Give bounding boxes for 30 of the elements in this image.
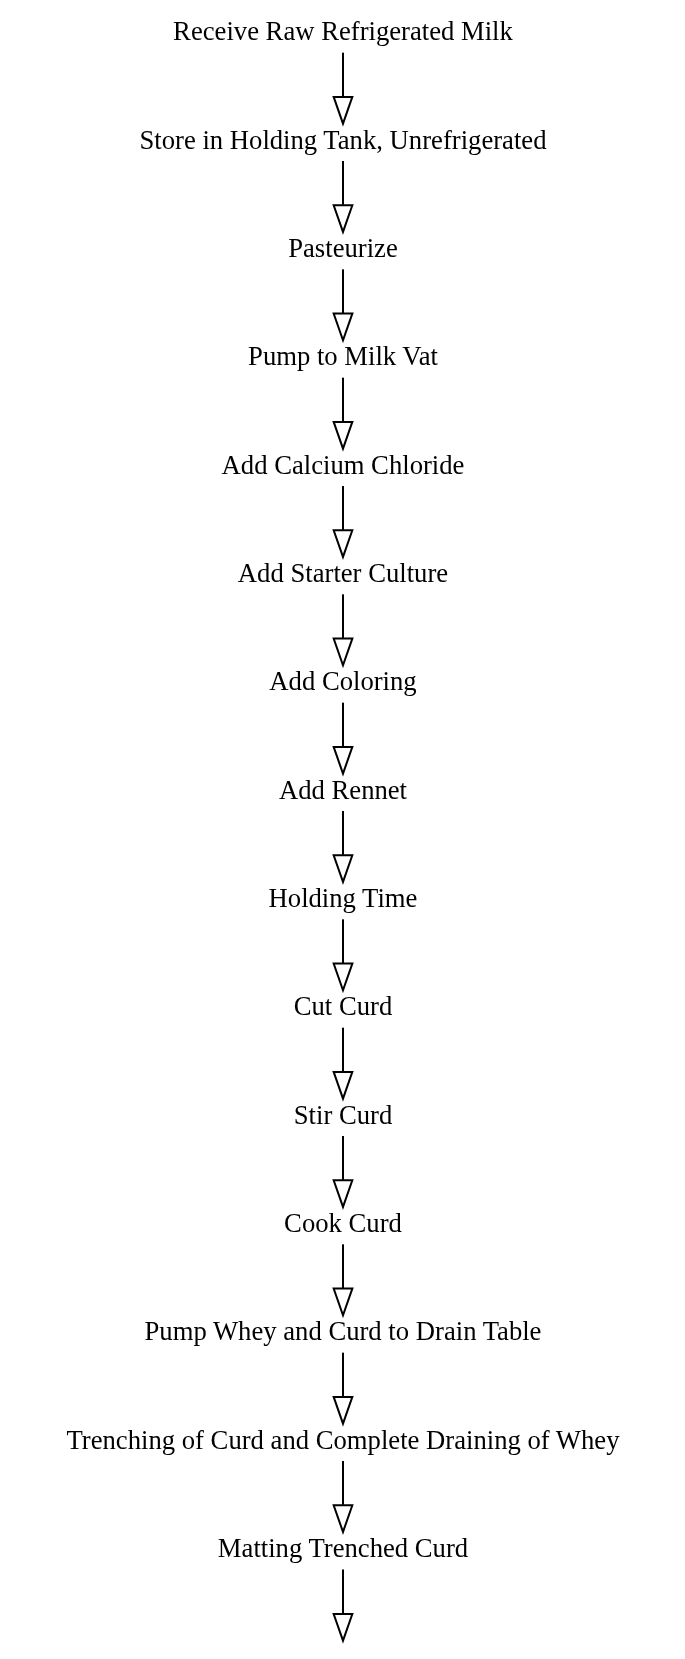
arrow <box>331 810 354 885</box>
arrow <box>331 1460 354 1535</box>
node-text: Add Calcium Chloride <box>221 449 464 480</box>
node-text: Add Rennet <box>278 774 407 805</box>
node-text: Stir Curd <box>293 1099 392 1130</box>
node-text: Holding Time <box>268 883 417 914</box>
node-text: Store in Holding Tank, Unrefrigerated <box>138 124 547 155</box>
node-text: Add Starter Culture <box>237 558 448 589</box>
arrow <box>331 376 354 452</box>
node-text: Matting Trenched Curd <box>217 1533 468 1564</box>
arrow <box>331 1351 354 1427</box>
arrow <box>331 485 354 560</box>
arrow <box>331 160 354 235</box>
arrow <box>331 1135 354 1210</box>
node-text: Pump to Milk Vat <box>247 341 438 372</box>
node-text: Cut Curd <box>293 991 392 1022</box>
arrow <box>331 1243 354 1319</box>
node-text: Pasteurize <box>287 233 398 264</box>
node-text: Cook Curd <box>283 1208 402 1239</box>
arrow <box>331 918 354 994</box>
arrow <box>331 1026 354 1102</box>
node-text: Pump Whey and Curd to Drain Table <box>144 1316 541 1347</box>
arrow <box>331 268 354 344</box>
node-text: Receive Raw Refrigerated Milk <box>172 16 513 47</box>
node-text: Add Coloring <box>268 666 417 697</box>
node-text: Trenching of Curd and Complete Draining of Whey <box>65 1424 620 1455</box>
arrow <box>331 593 354 669</box>
arrow <box>331 1568 354 1644</box>
arrow <box>331 51 354 127</box>
arrow <box>331 701 354 777</box>
